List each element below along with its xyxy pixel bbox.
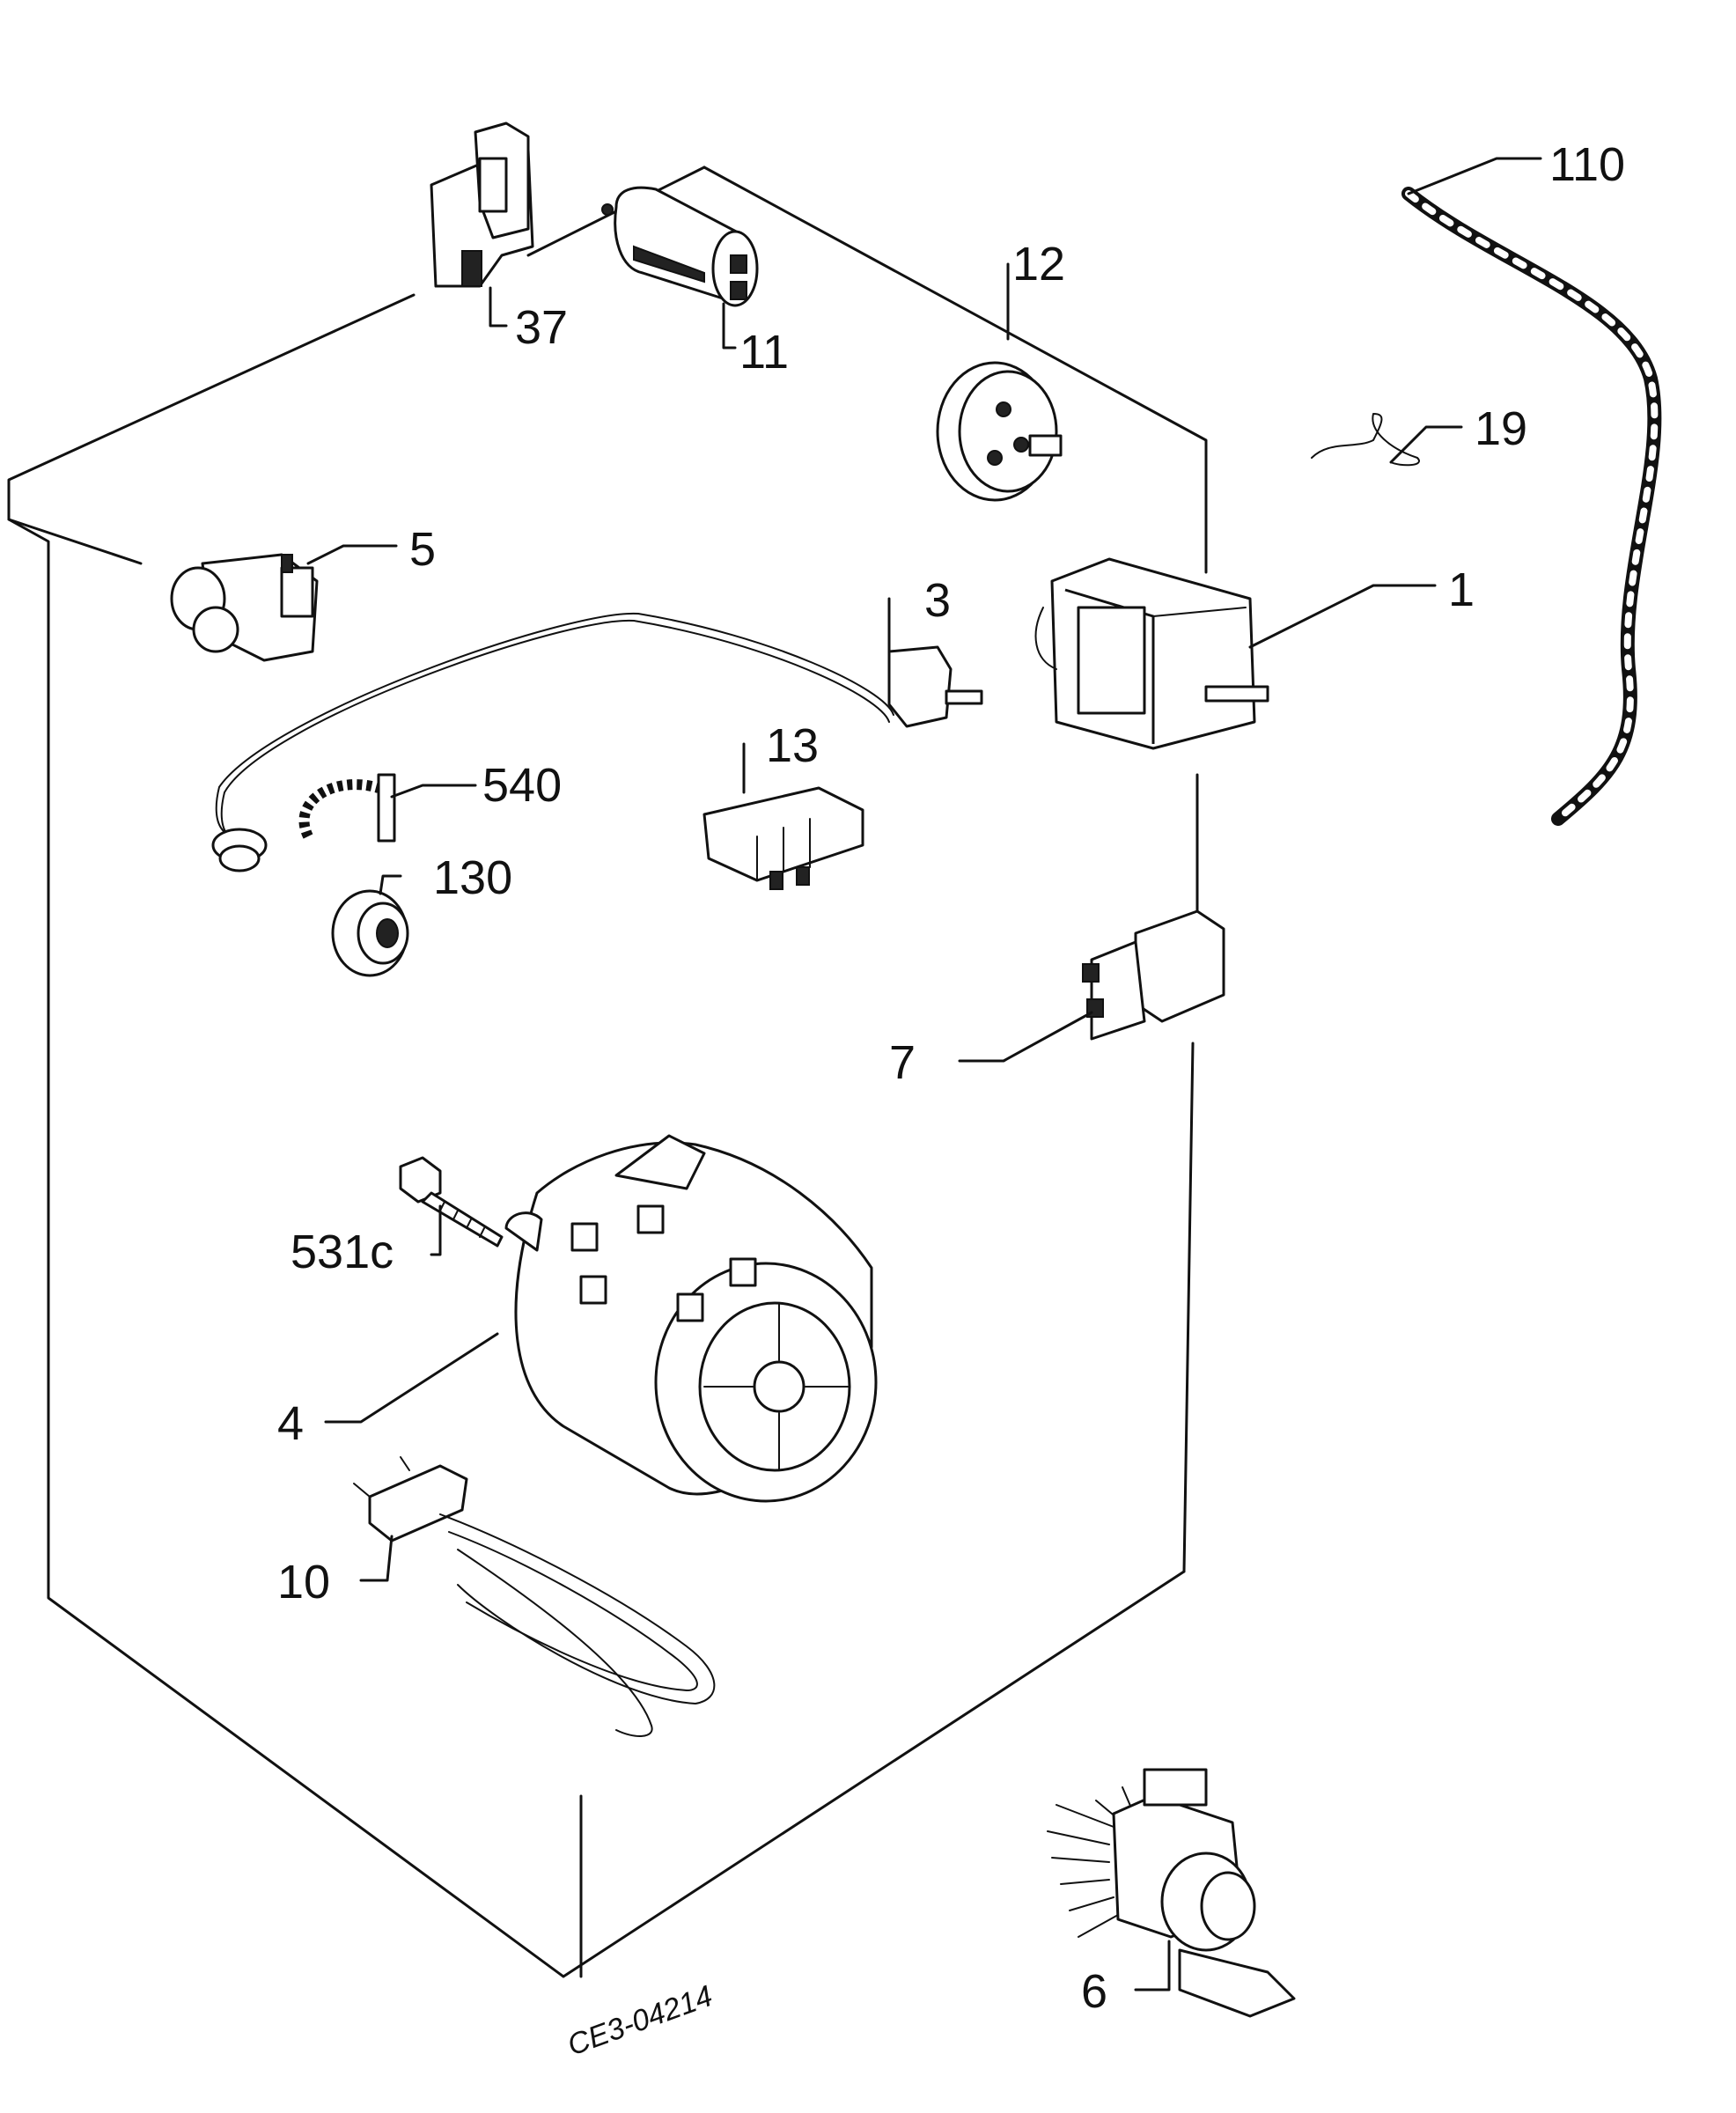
drawing-code: CE3-04214: [563, 1979, 717, 2063]
heating-element-icon: [353, 1456, 716, 1737]
drain-pump-icon: [1047, 1768, 1296, 2018]
label-12: 12: [1012, 238, 1065, 291]
pressure-switch-icon: [936, 361, 1063, 502]
label-540: 540: [482, 759, 562, 812]
solenoid-valve-icon: [170, 553, 319, 662]
label-13: 13: [766, 719, 819, 772]
grommet-icon: [331, 889, 409, 977]
label-11: 11: [739, 326, 789, 379]
label-10: 10: [277, 1556, 330, 1609]
capacitor-icon: [601, 186, 759, 307]
cabinet-outline: [7, 166, 1208, 1978]
label-5: 5: [409, 523, 436, 576]
part-labels: 110 12 37 11 19 5 3 1 13 540 130 7 531c …: [277, 138, 1625, 2018]
label-19: 19: [1475, 402, 1527, 455]
clip-icon: [1311, 413, 1420, 467]
motor-icon: [504, 1134, 878, 1503]
label-7: 7: [889, 1036, 916, 1089]
cable-clamp-icon: [298, 773, 396, 843]
switch-block-icon: [702, 786, 864, 890]
screw-icon: [399, 1156, 504, 1248]
label-110: 110: [1549, 138, 1625, 191]
label-130: 130: [433, 851, 512, 904]
leader-lines: [306, 157, 1542, 1992]
programmer-timer-icon: [1034, 557, 1269, 750]
door-interlock-icon: [1082, 909, 1225, 1041]
label-4: 4: [277, 1397, 304, 1450]
label-37: 37: [515, 301, 568, 354]
sensor-cable-icon: [1401, 187, 1662, 826]
bracket-icon: [430, 121, 534, 288]
thermostat-icon: [211, 612, 983, 872]
label-6: 6: [1081, 1965, 1107, 2018]
label-3: 3: [924, 574, 951, 627]
label-1: 1: [1448, 563, 1475, 616]
label-531c: 531c: [291, 1226, 394, 1278]
